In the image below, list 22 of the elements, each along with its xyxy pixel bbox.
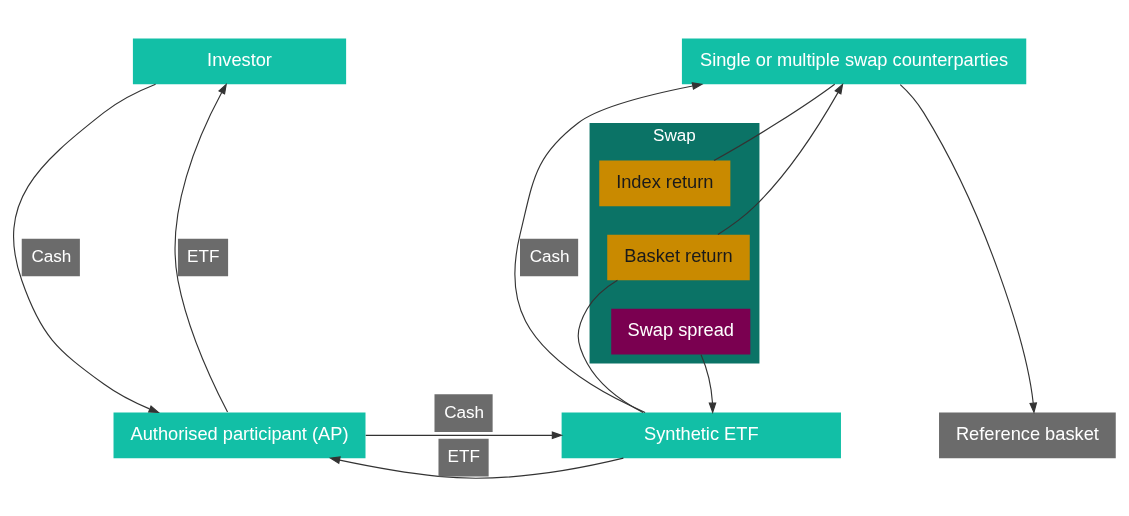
node-box: Index return (599, 160, 731, 206)
edge-label: ETF (187, 246, 220, 266)
edge-label: Cash (31, 246, 72, 266)
node-box: Basket return (607, 234, 750, 280)
arrow (700, 353, 717, 414)
connector (713, 83, 836, 161)
node-box: Synthetic ETF (561, 412, 841, 458)
arrow (717, 82, 844, 235)
edge-label: ETF (447, 446, 480, 466)
arrow (514, 81, 704, 413)
arrow (899, 83, 1038, 414)
arrow (13, 83, 160, 413)
node-box: Authorised participant (AP) (113, 412, 366, 458)
edge-label: Cash (529, 246, 570, 266)
node-box: Investor (132, 38, 347, 84)
node-box: Swap spread (611, 308, 751, 354)
node-box: Reference basket (939, 412, 1116, 458)
connector (577, 279, 644, 413)
node-box: Single or multiple swap counterparties (681, 38, 1027, 84)
arrow (365, 430, 564, 439)
arrow (328, 455, 624, 479)
edge-label: Cash (444, 402, 485, 422)
